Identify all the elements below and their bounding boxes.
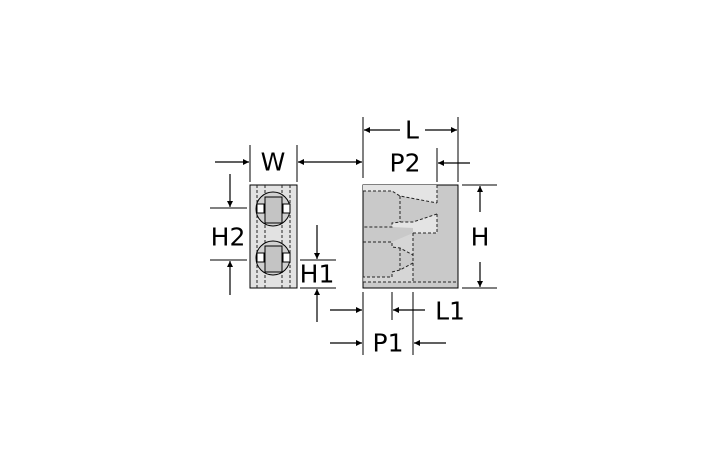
label-H: H — [471, 223, 490, 252]
label-L1: L1 — [435, 297, 465, 326]
lower-led-circle — [255, 240, 291, 276]
label-W: W — [261, 148, 286, 177]
section-view-component — [362, 184, 459, 289]
dimension-arrows — [215, 127, 483, 346]
label-H2: H2 — [211, 223, 246, 252]
label-L: L — [405, 116, 419, 145]
label-H1: H1 — [300, 260, 335, 289]
extension-lines — [210, 117, 497, 355]
label-P2: P2 — [390, 149, 421, 178]
side-view-component — [249, 184, 298, 289]
upper-led-circle — [255, 191, 291, 227]
label-P1: P1 — [373, 329, 404, 358]
